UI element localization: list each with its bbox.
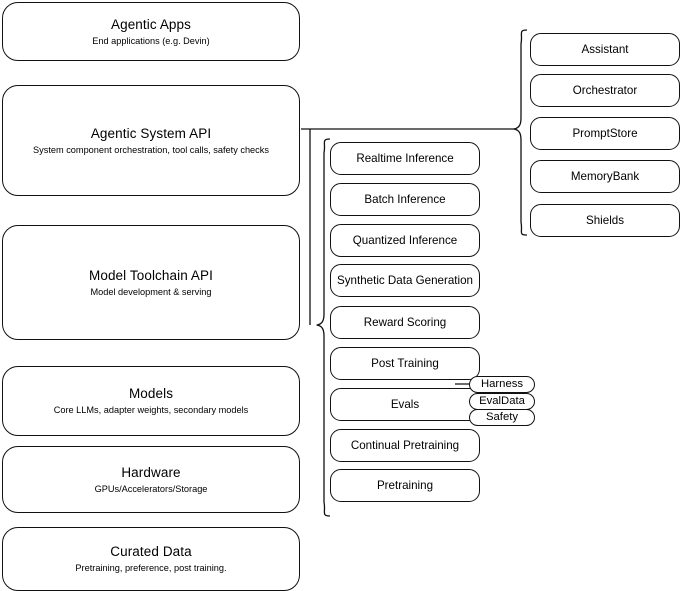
- layer-title: Curated Data: [110, 544, 192, 559]
- layer-subtitle: System component orchestration, tool cal…: [33, 144, 269, 155]
- toolchain-capabilities-brace: [316, 138, 331, 517]
- component-label: Assistant: [581, 42, 629, 56]
- capability-label: Batch Inference: [364, 192, 446, 206]
- component-box-orchestrator[interactable]: Orchestrator: [530, 74, 680, 107]
- capability-box-pretraining[interactable]: Pretraining: [330, 469, 480, 502]
- layer-title: Model Toolchain API: [89, 267, 213, 283]
- component-box-assistant[interactable]: Assistant: [530, 33, 680, 66]
- capability-box-reward-scoring[interactable]: Reward Scoring: [330, 306, 480, 339]
- layer-box-model-toolchain-api[interactable]: Model Toolchain API Model development & …: [2, 225, 300, 340]
- capability-label: Quantized Inference: [352, 233, 458, 247]
- layer-box-hardware[interactable]: Hardware GPUs/Accelerators/Storage: [2, 446, 300, 513]
- capability-label: Continual Pretraining: [350, 438, 460, 452]
- component-label: Orchestrator: [572, 83, 638, 97]
- layer-subtitle: GPUs/Accelerators/Storage: [94, 483, 208, 494]
- capability-box-evals[interactable]: Evals: [330, 388, 480, 421]
- capability-box-continual-pretraining[interactable]: Continual Pretraining: [330, 429, 480, 462]
- layer-box-curated-data[interactable]: Curated Data Pretraining, preference, po…: [2, 527, 300, 591]
- layer-subtitle: End applications (e.g. Devin): [92, 35, 210, 46]
- eval-pill-evaldata[interactable]: EvalData: [469, 393, 535, 410]
- capability-label: Pretraining: [376, 478, 434, 492]
- layer-box-agentic-system-api[interactable]: Agentic System API System component orch…: [2, 85, 300, 196]
- layer-title: Hardware: [121, 464, 181, 480]
- layer-subtitle: Model development & serving: [90, 286, 212, 297]
- component-label: MemoryBank: [570, 169, 640, 183]
- layer-title: Agentic System API: [90, 125, 212, 141]
- component-label: Shields: [585, 213, 625, 227]
- eval-pill-label: Safety: [485, 411, 519, 423]
- capability-label: Realtime Inference: [356, 151, 454, 165]
- component-label: PromptStore: [572, 126, 638, 140]
- capability-box-post-training[interactable]: Post Training: [330, 347, 480, 380]
- component-box-promptstore[interactable]: PromptStore: [530, 117, 680, 150]
- capability-label: Synthetic Data Generation: [337, 273, 473, 287]
- capability-box-quantized-inference[interactable]: Quantized Inference: [330, 224, 480, 257]
- eval-pill-label: Harness: [480, 378, 524, 390]
- capability-box-realtime-inference[interactable]: Realtime Inference: [330, 142, 480, 175]
- system-components-brace: [513, 29, 528, 236]
- eval-pill-harness[interactable]: Harness: [469, 376, 535, 393]
- component-box-memorybank[interactable]: MemoryBank: [530, 160, 680, 193]
- eval-pill-label: EvalData: [479, 395, 525, 407]
- capability-box-batch-inference[interactable]: Batch Inference: [330, 183, 480, 216]
- component-box-shields[interactable]: Shields: [530, 204, 680, 237]
- layer-subtitle: Core LLMs, adapter weights, secondary mo…: [53, 405, 249, 415]
- layer-box-agentic-apps[interactable]: Agentic Apps End applications (e.g. Devi…: [2, 2, 300, 61]
- capability-label: Evals: [390, 397, 420, 411]
- layer-subtitle: Pretraining, preference, post training.: [75, 563, 227, 573]
- capability-box-synthetic-data-generation[interactable]: Synthetic Data Generation: [330, 264, 480, 297]
- layer-title: Models: [128, 386, 174, 401]
- layer-title: Agentic Apps: [110, 16, 191, 32]
- capability-label: Post Training: [371, 356, 439, 370]
- eval-pill-safety[interactable]: Safety: [469, 409, 535, 426]
- layer-box-models[interactable]: Models Core LLMs, adapter weights, secon…: [2, 366, 300, 436]
- capability-label: Reward Scoring: [363, 315, 447, 329]
